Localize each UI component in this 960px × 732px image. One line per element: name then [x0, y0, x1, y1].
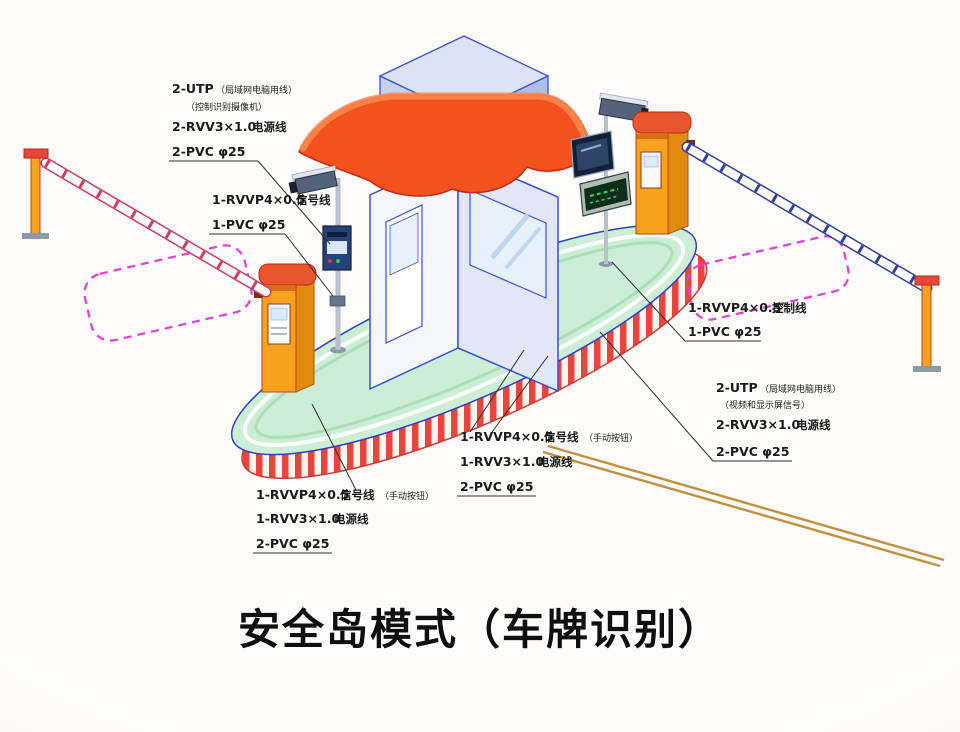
- arm-rest-post-right: [913, 275, 941, 372]
- callout-pole-signal-line: 1-RVVP4×0.5: [212, 192, 305, 207]
- road-line-upper: [547, 444, 945, 562]
- loop-outline-right: [686, 235, 850, 321]
- guard-booth: [298, 35, 594, 393]
- machine-panel-screen: [643, 155, 659, 168]
- post-right-cap: [914, 275, 940, 286]
- callout-control-note: 控制线: [772, 301, 807, 315]
- barrier-gate-machine-right: [632, 111, 695, 235]
- callout-camera-power: 2-RVV3×1.0: [172, 119, 256, 134]
- led-text-row-2: [589, 195, 619, 204]
- callout-pole-signal-note: 信号线: [296, 193, 331, 207]
- leader-barrier-right-1: [469, 349, 525, 433]
- callout-control-line: 1-RVVP4×0.5: [688, 300, 781, 315]
- leader-barrier-right-2: [491, 355, 549, 433]
- window-reflection-2: [504, 226, 542, 270]
- card-reader-box: [322, 225, 352, 271]
- callout-barrier-left-power: 1-RVV3×1.0: [256, 511, 340, 526]
- machine-band: [262, 286, 296, 291]
- monitor-glint: [580, 144, 602, 152]
- callout-barrier-left-signal: 1-RVVP4×0.5: [256, 487, 349, 502]
- road-edge-line: [542, 444, 945, 568]
- window-reflection-1: [490, 213, 530, 260]
- led-display: [579, 171, 632, 217]
- machine-band: [636, 134, 668, 139]
- post-right-base: [913, 366, 941, 372]
- callout-display-note2: （视频和显示屏信号）: [720, 399, 810, 411]
- diagram-title: 安全岛模式（车牌识别）: [238, 605, 722, 654]
- loop-outline-left: [83, 244, 253, 342]
- leader-camera: [257, 160, 331, 245]
- callout-pole-signal-conduit: 1-PVC φ25: [212, 217, 285, 232]
- monitor-screen: [570, 130, 615, 179]
- callout-barrier-left-conduit: 2-PVC φ25: [256, 536, 329, 551]
- callout-display-power-note: 电源线: [796, 418, 831, 432]
- post-left-base: [22, 233, 49, 239]
- ground-loop-right: [686, 235, 850, 321]
- barrier-arm-left: [40, 157, 272, 298]
- reader-slot: [327, 232, 347, 237]
- post-left-cap: [23, 148, 49, 159]
- led-text-row-1: [589, 188, 619, 197]
- post-right-body: [921, 283, 932, 369]
- display-pole-right: [570, 92, 649, 267]
- callout-display-power: 2-RVV3×1.0: [716, 417, 800, 432]
- road-line-lower: [542, 450, 941, 568]
- callout-barrier-right: 1-RVVP4×0.5 信号线 （手动按钮） 1-RVV3×1.0 电源线 2-…: [460, 429, 638, 494]
- arm-rest-post-left: [22, 148, 49, 239]
- callout-barrier-left-signal-paren: （手动按钮）: [380, 490, 434, 502]
- machine-cap: [632, 111, 692, 134]
- callout-barrier-right-power: 1-RVV3×1.0: [460, 454, 544, 469]
- camera-pole-left: [288, 165, 352, 354]
- barrier-arm-right: [681, 141, 933, 294]
- leader-barrier-left: [311, 403, 357, 491]
- machine-panel-screen: [270, 307, 288, 321]
- callout-display-utp: 2-UTP: [716, 380, 758, 395]
- callout-barrier-right-signal-note: 信号线: [544, 430, 579, 444]
- leader-lines: [169, 160, 792, 554]
- post-left-body: [30, 157, 41, 235]
- callout-camera-note2: （控制识别摄像机）: [186, 101, 267, 113]
- camera-body: [294, 170, 338, 195]
- leader-pole-signal: [284, 233, 334, 297]
- camera-lens: [288, 181, 298, 194]
- arm-right-body: [683, 143, 931, 292]
- lpr-camera-right-icon: [598, 92, 649, 123]
- callout-barrier-right-signal: 1-RVVP4×0.5: [460, 429, 553, 444]
- reader-led-red: [328, 259, 332, 263]
- callout-barrier-right-signal-paren: （手动按钮）: [584, 432, 638, 444]
- booth-canopy-highlight: [299, 92, 592, 152]
- machine-cap: [258, 263, 317, 286]
- callout-camera-conduit: 2-PVC φ25: [172, 144, 245, 159]
- machine-side: [295, 271, 315, 393]
- booth-door-glass: [389, 212, 419, 276]
- callout-camera-power-note: 电源线: [252, 120, 287, 134]
- leader-control: [611, 261, 686, 342]
- callout-barrier-left-power-note: 电源线: [334, 512, 369, 526]
- led-panel: [584, 178, 628, 211]
- reader-led-green: [336, 259, 340, 263]
- callout-camera-utp-note: （局域网电脑用线）: [216, 84, 297, 96]
- callout-camera-utp: 2-UTP: [172, 81, 214, 96]
- callout-pole-signal: 1-RVVP4×0.5 信号线 1-PVC φ25: [212, 192, 331, 232]
- callout-barrier-left: 1-RVVP4×0.5 信号线 （手动按钮） 1-RVV3×1.0 电源线 2-…: [256, 487, 434, 551]
- callout-control-conduit: 1-PVC φ25: [688, 324, 761, 339]
- callout-barrier-right-conduit: 2-PVC φ25: [460, 479, 533, 494]
- barrier-gate-machine-left: [254, 263, 317, 393]
- lpr-camera-left-icon: [288, 165, 338, 195]
- junction-box: [329, 295, 346, 307]
- callout-camera-cables: 2-UTP （局域网电脑用线） （控制识别摄像机） 2-RVV3×1.0 电源线…: [172, 81, 297, 159]
- machine-side: [667, 119, 689, 235]
- reader-screen: [327, 241, 347, 254]
- callout-barrier-right-power-note: 电源线: [538, 455, 573, 469]
- leader-display: [599, 331, 714, 462]
- callout-display-utp-note: （局域网电脑用线）: [760, 383, 841, 395]
- arm-left-stripes: [43, 159, 269, 296]
- monitor-glass: [576, 138, 609, 171]
- ground-loop-left: [83, 244, 253, 342]
- callout-display-conduit: 2-PVC φ25: [716, 444, 789, 459]
- callout-display-cables: 2-UTP （局域网电脑用线） （视频和显示屏信号） 2-RVV3×1.0 电源…: [716, 380, 841, 459]
- callout-control: 1-RVVP4×0.5 控制线 1-PVC φ25: [688, 300, 807, 339]
- callout-barrier-left-signal-note: 信号线: [340, 488, 375, 502]
